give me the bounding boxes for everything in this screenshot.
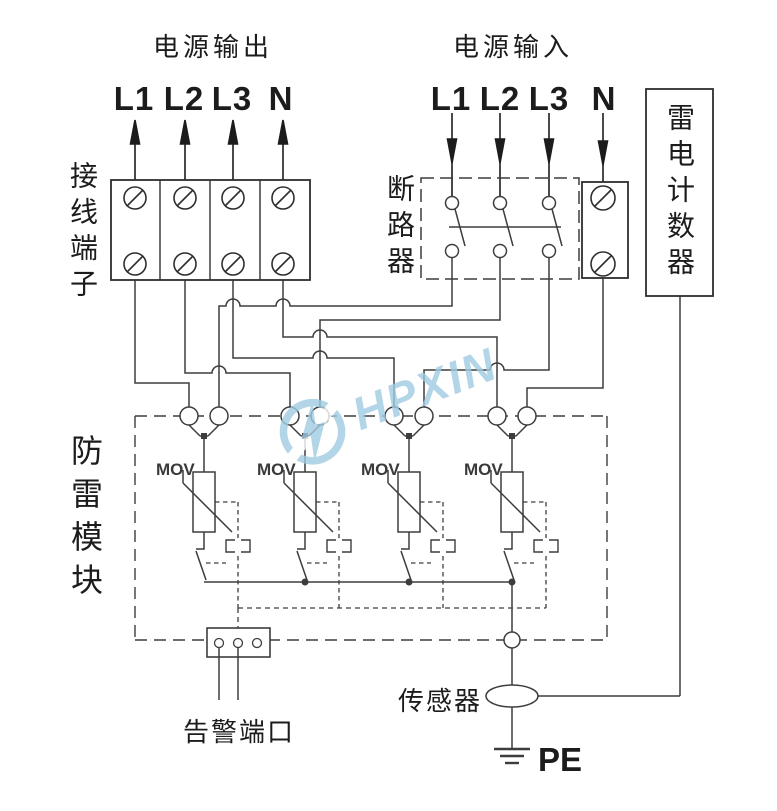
input-arrows bbox=[446, 113, 609, 196]
wire-n-output bbox=[282, 275, 498, 409]
output-phase-l2: L2 bbox=[163, 80, 205, 117]
earth-pe-label: PE bbox=[538, 741, 583, 778]
module-terminals bbox=[179, 406, 537, 649]
breaker-label: 断路器 bbox=[384, 174, 415, 282]
alarm-port-label: 告警端口 bbox=[182, 717, 296, 747]
earth-ground-icon bbox=[494, 747, 530, 765]
breaker-poles bbox=[444, 195, 563, 259]
wire-n-input bbox=[526, 276, 604, 409]
mov-cell-1 bbox=[182, 424, 251, 608]
wire-breaker-l2 bbox=[319, 257, 501, 409]
sensor-symbol bbox=[485, 684, 539, 708]
screw-terminals bbox=[123, 186, 295, 276]
wire-l2-output bbox=[184, 275, 291, 409]
mov-cell-4 bbox=[490, 424, 559, 608]
input-phase-n: N bbox=[591, 80, 617, 117]
sensor-and-earth bbox=[485, 684, 539, 765]
wire-l3-output bbox=[232, 275, 395, 409]
input-phase-l2: L2 bbox=[479, 80, 521, 117]
output-phase-l3: L3 bbox=[211, 80, 253, 117]
n-terminal-block bbox=[581, 181, 629, 279]
alarm-signal-dashes bbox=[237, 607, 546, 628]
alarm-contact-icon bbox=[225, 539, 251, 553]
sensor-label: 传感器 bbox=[397, 686, 483, 716]
input-title: 电源输入 bbox=[452, 32, 574, 62]
lightning-counter-box bbox=[645, 88, 714, 297]
circuit-breaker bbox=[420, 177, 580, 280]
mov-cells bbox=[182, 424, 559, 685]
mov-label-1: MOV bbox=[156, 460, 195, 479]
terminal-block-label: 接线端子 bbox=[67, 161, 98, 305]
mov-label-3: MOV bbox=[361, 460, 400, 479]
input-phase-l3: L3 bbox=[528, 80, 570, 117]
terminal-block bbox=[110, 179, 311, 281]
mov-cell-3 bbox=[387, 424, 456, 608]
output-phase-n: N bbox=[268, 80, 294, 117]
output-arrows bbox=[129, 119, 289, 180]
mov-cell-2 bbox=[283, 424, 352, 608]
alarm-contact-icon bbox=[430, 539, 456, 553]
alarm-contact-icon bbox=[533, 539, 559, 553]
alarm-port bbox=[206, 627, 271, 700]
mov-label-4: MOV bbox=[464, 460, 503, 479]
routing-wires bbox=[134, 257, 681, 697]
alarm-contact-icon bbox=[326, 539, 352, 553]
mov-label-2: MOV bbox=[257, 460, 296, 479]
lightning-counter-label: 雷电计数器 bbox=[664, 103, 695, 283]
wire-l1-output bbox=[134, 275, 190, 409]
input-phase-l1: L1 bbox=[430, 80, 472, 117]
earth-bus bbox=[204, 578, 516, 685]
spd-module-label: 防雷模块 bbox=[67, 434, 103, 606]
wire-breaker-l1 bbox=[218, 257, 453, 409]
wire-breaker-l3 bbox=[423, 257, 550, 409]
earth-pass-terminal bbox=[503, 631, 521, 649]
output-title: 电源输出 bbox=[152, 32, 274, 62]
output-phase-l1: L1 bbox=[113, 80, 155, 117]
